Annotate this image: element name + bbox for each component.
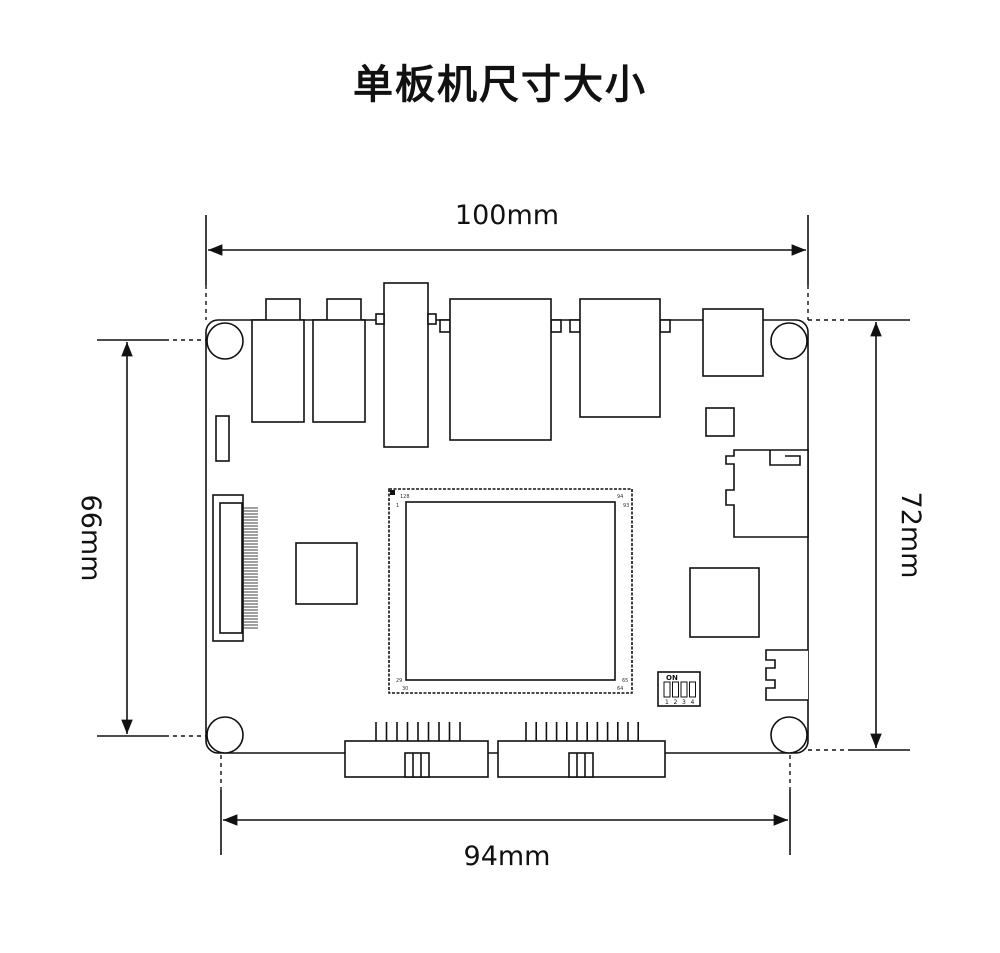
hdmi-port xyxy=(375,282,437,448)
page-title: 单板机尺寸大小 xyxy=(353,62,647,108)
audio-jack-2 xyxy=(312,298,366,423)
dip-switch-toggle[interactable] xyxy=(663,681,671,698)
svg-text:1: 1 xyxy=(396,503,399,509)
usb-port xyxy=(569,298,671,418)
svg-text:30: 30 xyxy=(402,686,408,692)
small-chip xyxy=(705,407,735,437)
dip-switch-number: 4 xyxy=(691,699,695,706)
dimension-top: 100mm xyxy=(205,200,809,320)
dip-switch-toggle[interactable] xyxy=(672,681,679,698)
dimension-label-left: 66mm xyxy=(75,495,106,582)
svg-text:65: 65 xyxy=(622,678,628,684)
dip-switch-number: 2 xyxy=(674,699,678,706)
dimension-bottom: 94mm xyxy=(220,755,791,872)
svg-text:29: 29 xyxy=(396,678,402,684)
svg-text:128: 128 xyxy=(400,494,410,500)
side-connector xyxy=(765,649,808,701)
mounting-holes xyxy=(206,322,808,754)
som-module: 128 1 94 93 29 30 65 64 xyxy=(388,488,633,694)
dip-switch-toggle[interactable] xyxy=(680,681,688,698)
pin-header-1 xyxy=(344,722,489,778)
dimension-label-right: 72mm xyxy=(895,492,926,579)
dimension-right: 72mm xyxy=(808,319,926,751)
dimension-left: 66mm xyxy=(75,339,206,737)
fpc-connector xyxy=(212,494,258,642)
chip-2 xyxy=(689,567,760,638)
ethernet-port xyxy=(439,298,562,441)
pin-header-2 xyxy=(497,722,666,778)
dip-switch-toggle[interactable] xyxy=(689,681,696,698)
small-connector xyxy=(215,415,230,462)
svg-text:94: 94 xyxy=(617,494,623,500)
dip-switch-number: 1 xyxy=(665,699,669,706)
power-jack xyxy=(702,308,764,377)
dimension-label-bottom: 94mm xyxy=(464,841,551,872)
svg-text:64: 64 xyxy=(617,686,623,692)
sd-card-slot xyxy=(725,449,809,538)
svg-text:ON: ON xyxy=(666,674,678,682)
svg-text:93: 93 xyxy=(623,503,629,509)
audio-jack-1 xyxy=(251,298,305,423)
dip-switch-number: 3 xyxy=(682,699,686,706)
dimension-label-top: 100mm xyxy=(455,200,559,231)
chip xyxy=(295,542,358,605)
